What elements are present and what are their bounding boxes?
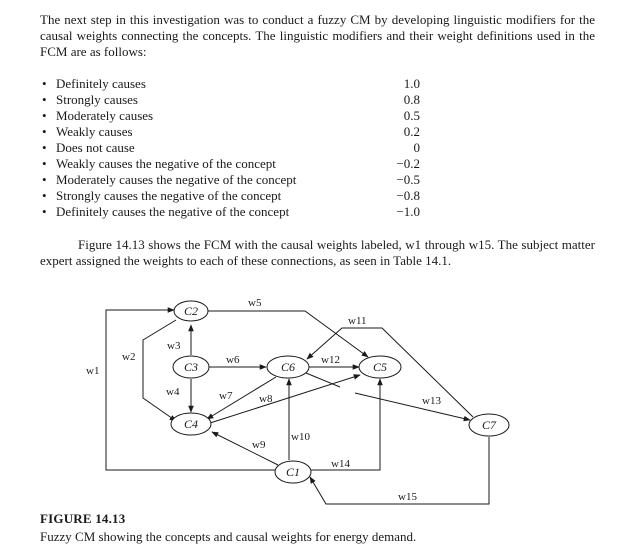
modifier-label: Definitely causes the negative of the co…	[56, 204, 290, 219]
list-item: • Weakly causes 0.2	[40, 124, 460, 140]
modifier-label: Strongly causes	[56, 92, 138, 107]
node-label-c5: C5	[373, 360, 387, 374]
edge-w15	[309, 437, 490, 505]
figure-reference-paragraph: Figure 14.13 shows the FCM with the caus…	[40, 237, 595, 268]
modifier-value: −1.0	[396, 204, 420, 219]
edge-w9	[211, 431, 279, 466]
bullet-icon: •	[42, 204, 47, 219]
figure-title: FIGURE 14.13	[40, 511, 126, 526]
node-label-c7: C7	[482, 418, 497, 432]
modifier-label: Weakly causes	[56, 124, 133, 139]
node-label-c4: C4	[184, 417, 198, 431]
bullet-icon: •	[42, 92, 47, 107]
edge-w5	[207, 310, 369, 358]
modifier-value: 0.8	[403, 92, 420, 107]
modifier-value: 0.2	[403, 124, 420, 139]
node-label-c2: C2	[184, 304, 198, 318]
edge-label-w7: w7	[219, 390, 233, 402]
node-c6	[266, 355, 310, 379]
bullet-icon: •	[42, 140, 47, 155]
modifier-label: Moderately causes the negative of the co…	[56, 172, 297, 187]
modifier-list: • Definitely causes 1.0 • Strongly causes 0.…	[40, 76, 460, 220]
bullet-icon: •	[42, 76, 47, 91]
node-c7	[468, 413, 510, 437]
bullet-icon: •	[42, 188, 47, 203]
node-label-c6: C6	[281, 360, 295, 374]
modifier-label: Strongly causes the negative of the conc…	[56, 188, 282, 203]
modifier-label: Definitely causes	[56, 76, 146, 91]
modifier-label: Moderately causes	[56, 108, 154, 123]
bullet-icon: •	[42, 124, 47, 139]
edge-w7	[206, 376, 277, 420]
bullet-icon: •	[42, 156, 47, 171]
edge-w11	[306, 327, 474, 418]
list-item: • Definitely causes 1.0	[40, 76, 460, 92]
node-c3	[172, 355, 210, 379]
edge-label-w13: w13	[422, 395, 441, 407]
node-c2	[173, 300, 209, 322]
node-c4	[170, 412, 212, 436]
edge-label-w6: w6	[226, 354, 240, 366]
figure-caption: Fuzzy CM showing the concepts and causal…	[40, 529, 417, 544]
edge-label-w12: w12	[321, 354, 340, 366]
modifier-value: −0.8	[396, 188, 420, 203]
edge-w1	[105, 307, 276, 471]
node-label-c1: C1	[286, 465, 300, 479]
edge-label-w10: w10	[291, 431, 310, 443]
edge-w13	[354, 392, 471, 422]
edge-label-w1: w1	[86, 365, 99, 377]
edge-label-w11: w11	[348, 315, 367, 327]
edge-label-w15: w15	[398, 491, 417, 503]
edge-label-w8: w8	[259, 393, 273, 405]
edge-label-w9: w9	[252, 439, 266, 451]
intro-paragraph: The next step in this investigation was …	[40, 12, 595, 59]
edge-label-w4: w4	[166, 386, 180, 398]
edge-w13-part	[305, 372, 341, 388]
list-item: • Weakly causes the negative of the conce…	[40, 156, 460, 172]
node-c5	[358, 355, 402, 379]
edge-w2	[142, 319, 177, 422]
modifier-value: −0.5	[396, 172, 420, 187]
edge-label-w14: w14	[331, 458, 350, 470]
bullet-icon: •	[42, 172, 47, 187]
node-c1	[274, 460, 312, 484]
modifier-label: Does not cause	[56, 140, 135, 155]
node-label-c3: C3	[184, 360, 198, 374]
list-item: • Definitely causes the negative of the c…	[40, 204, 460, 220]
list-item: • Strongly causes the negative of the con…	[40, 188, 460, 204]
edge-w8	[209, 374, 361, 424]
bullet-icon: •	[42, 108, 47, 123]
edge-label-w5: w5	[248, 297, 262, 309]
list-item: • Strongly causes 0.8	[40, 92, 460, 108]
modifier-value: −0.2	[396, 156, 420, 171]
modifier-value: 0.5	[403, 108, 420, 123]
modifier-value: 0	[413, 140, 421, 155]
list-item: • Moderately causes the negative of the c…	[40, 172, 460, 188]
edge-label-w3: w3	[167, 340, 181, 352]
edge-label-w2: w2	[122, 351, 135, 363]
list-item: • Does not cause 0	[40, 140, 460, 156]
list-item: • Moderately causes 0.5	[40, 108, 460, 124]
modifier-label: Weakly causes the negative of the concep…	[56, 156, 276, 171]
edge-w14	[307, 378, 383, 471]
modifier-value: 1.0	[403, 76, 420, 91]
